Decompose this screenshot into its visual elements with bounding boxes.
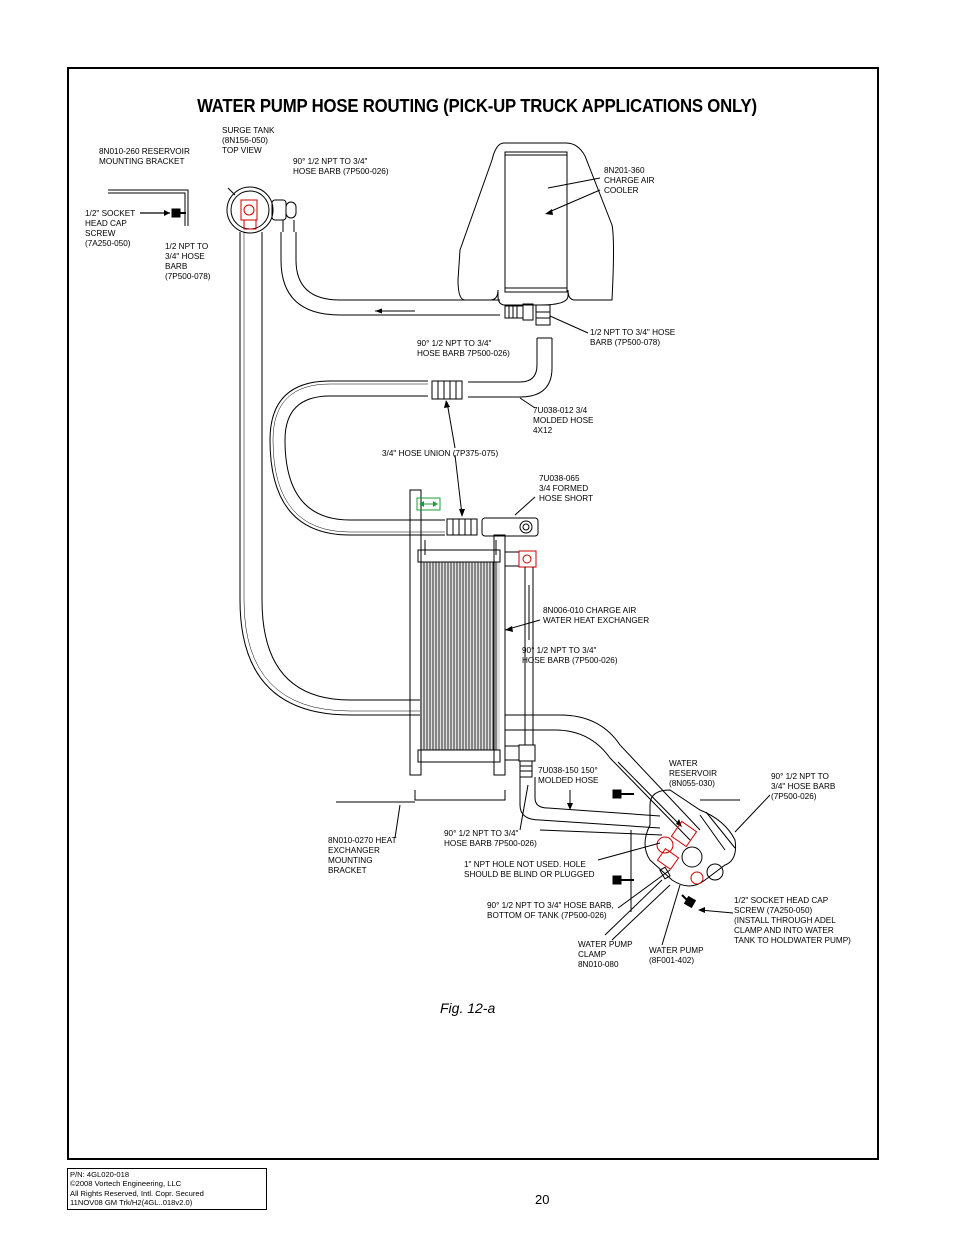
label-npt-barb-cooler: 1/2 NPT TO 3/4" HOSE BARB (7P500-078) <box>590 328 676 347</box>
label-molded-hose-150: 7U038-150 150° MOLDED HOSE <box>538 766 599 785</box>
exchanger-mounting-bracket <box>336 790 506 839</box>
label-surge-tank: SURGE TANK (8N156-050) TOP VIEW <box>222 126 275 155</box>
hose-union-top <box>431 380 463 400</box>
label-reservoir-bracket: 8N010-260 RESERVOIR MOUNTING BRACKET <box>99 147 190 166</box>
surge-tank-hose-barb <box>271 199 297 232</box>
formed-hose-short <box>481 496 539 537</box>
surge-tank <box>226 186 274 234</box>
footer-copyright: ©2008 Vortech Engineering, LLC <box>70 1179 182 1189</box>
page-frame <box>67 67 879 1160</box>
footer-rights: All Rights Reserved, Intl. Copr. Secured <box>70 1188 204 1198</box>
label-socket-screw-left: 1/2" SOCKET HEAD CAP SCREW (7A250-050) <box>85 209 136 248</box>
label-formed-hose-short: 7U038-065 3/4 FORMED HOSE SHORT <box>539 474 593 503</box>
hose-loop <box>269 380 445 536</box>
hose-surge-to-cooler <box>280 232 500 316</box>
label-barb-lower: 90° 1/2 NPT TO 3/4" HOSE BARB 7P500-026) <box>444 829 537 848</box>
footer-info-box: P/N: 4GL020-018 ©2008 Vortech Engineerin… <box>67 1168 267 1210</box>
charge-air-cooler <box>457 142 614 306</box>
page-title: WATER PUMP HOSE ROUTING (PICK-UP TRUCK A… <box>197 96 757 116</box>
label-exchanger-bracket: 8N010-0270 HEAT EXCHANGER MOUNTING BRACK… <box>328 836 397 875</box>
molded-hose-150 <box>519 777 661 831</box>
label-hose-union: 3/4" HOSE UNION (7P375-075) <box>382 449 499 458</box>
label-water-reservoir: WATER RESERVOIR (8N055-030) <box>669 759 718 788</box>
reservoir-mounting-bracket <box>108 189 189 226</box>
footer-part-number: P/N: 4GL020-018 <box>70 1170 130 1179</box>
heat-exchanger-core <box>420 562 497 750</box>
label-socket-screw-right: 1/2" SOCKET HEAD CAP SCREW (7A250-050) (… <box>734 896 851 945</box>
page-number: 20 <box>535 1192 550 1207</box>
label-water-pump: WATER PUMP (8F001-402) <box>649 946 704 965</box>
figure-caption: Fig. 12-a <box>440 1000 496 1016</box>
label-barb-exchanger: 90° 1/2 NPT TO 3/4" HOSE BARB (7P500-026… <box>522 646 618 665</box>
reservoir-screws <box>612 789 634 912</box>
label-npt-barb-left: 1/2 NPT TO 3/4" HOSE BARB (7P500-078) <box>165 242 211 281</box>
label-barb-right: 90° 1/2 NPT TO 3/4" HOSE BARB (7P500-026… <box>771 772 836 801</box>
label-barb-bottom-tank: 90° 1/2 NPT TO 3/4" HOSE BARB, BOTTOM OF… <box>487 901 614 920</box>
lower-leaders <box>539 794 771 909</box>
label-heat-exchanger: 8N006-010 CHARGE AIR WATER HEAT EXCHANGE… <box>543 606 650 625</box>
footer-revision: 11NOV08 GM Trk/H2(4GL..018v2.0) <box>70 1198 193 1208</box>
hose-union-exchanger <box>446 518 478 536</box>
hose-surge-to-exchanger <box>239 232 420 716</box>
molded-hose-4x12 <box>468 337 553 409</box>
socket-screw-right <box>681 894 734 914</box>
heat-exchanger <box>409 489 541 776</box>
socket-screw-left <box>140 208 186 218</box>
hose-exchanger-to-reservoir <box>505 714 701 841</box>
label-hose-barb-top: 90° 1/2 NPT TO 3/4" HOSE BARB (7P500-026… <box>293 157 389 176</box>
label-npt-hole: 1" NPT HOLE NOT USED. HOLE SHOULD BE BLI… <box>464 860 595 879</box>
label-molded-hose-4x12: 7U038-012 3/4 MOLDED HOSE 4X12 <box>533 406 594 435</box>
water-reservoir <box>644 789 740 887</box>
label-charge-air-cooler: 8N201-360 CHARGE AIR COOLER <box>604 166 655 195</box>
cooler-hose-barbs <box>504 303 589 334</box>
label-barb-cooler-90: 90° 1/2 NPT TO 3/4" HOSE BARB 7P500-026) <box>417 339 510 358</box>
water-pump-clamp <box>604 866 681 946</box>
label-water-pump-clamp: WATER PUMP CLAMP 8N010-080 <box>578 940 633 969</box>
hose-union-leader <box>444 400 465 517</box>
